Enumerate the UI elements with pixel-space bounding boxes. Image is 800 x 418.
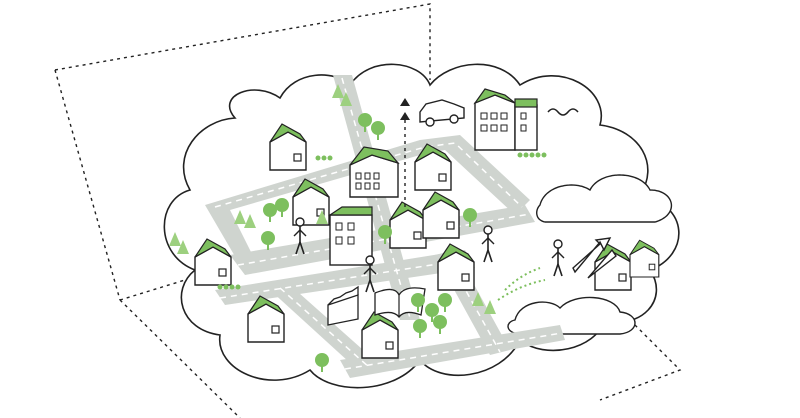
- arrow-icon: [572, 237, 617, 279]
- car-icon: [419, 99, 465, 127]
- squiggle-icon: [547, 108, 579, 116]
- arrow-icon: [400, 98, 410, 210]
- apartment-building-icon: [328, 206, 373, 266]
- open-book-icon: [374, 287, 426, 319]
- motion-lines: [497, 267, 546, 301]
- apartment-building-icon: [349, 146, 400, 198]
- cloud-icon: [536, 174, 673, 223]
- cloud-icon: [507, 296, 636, 335]
- stairs-icon: [327, 285, 359, 326]
- apartment-building-icon: [473, 88, 538, 151]
- hedge-dots: [217, 152, 547, 290]
